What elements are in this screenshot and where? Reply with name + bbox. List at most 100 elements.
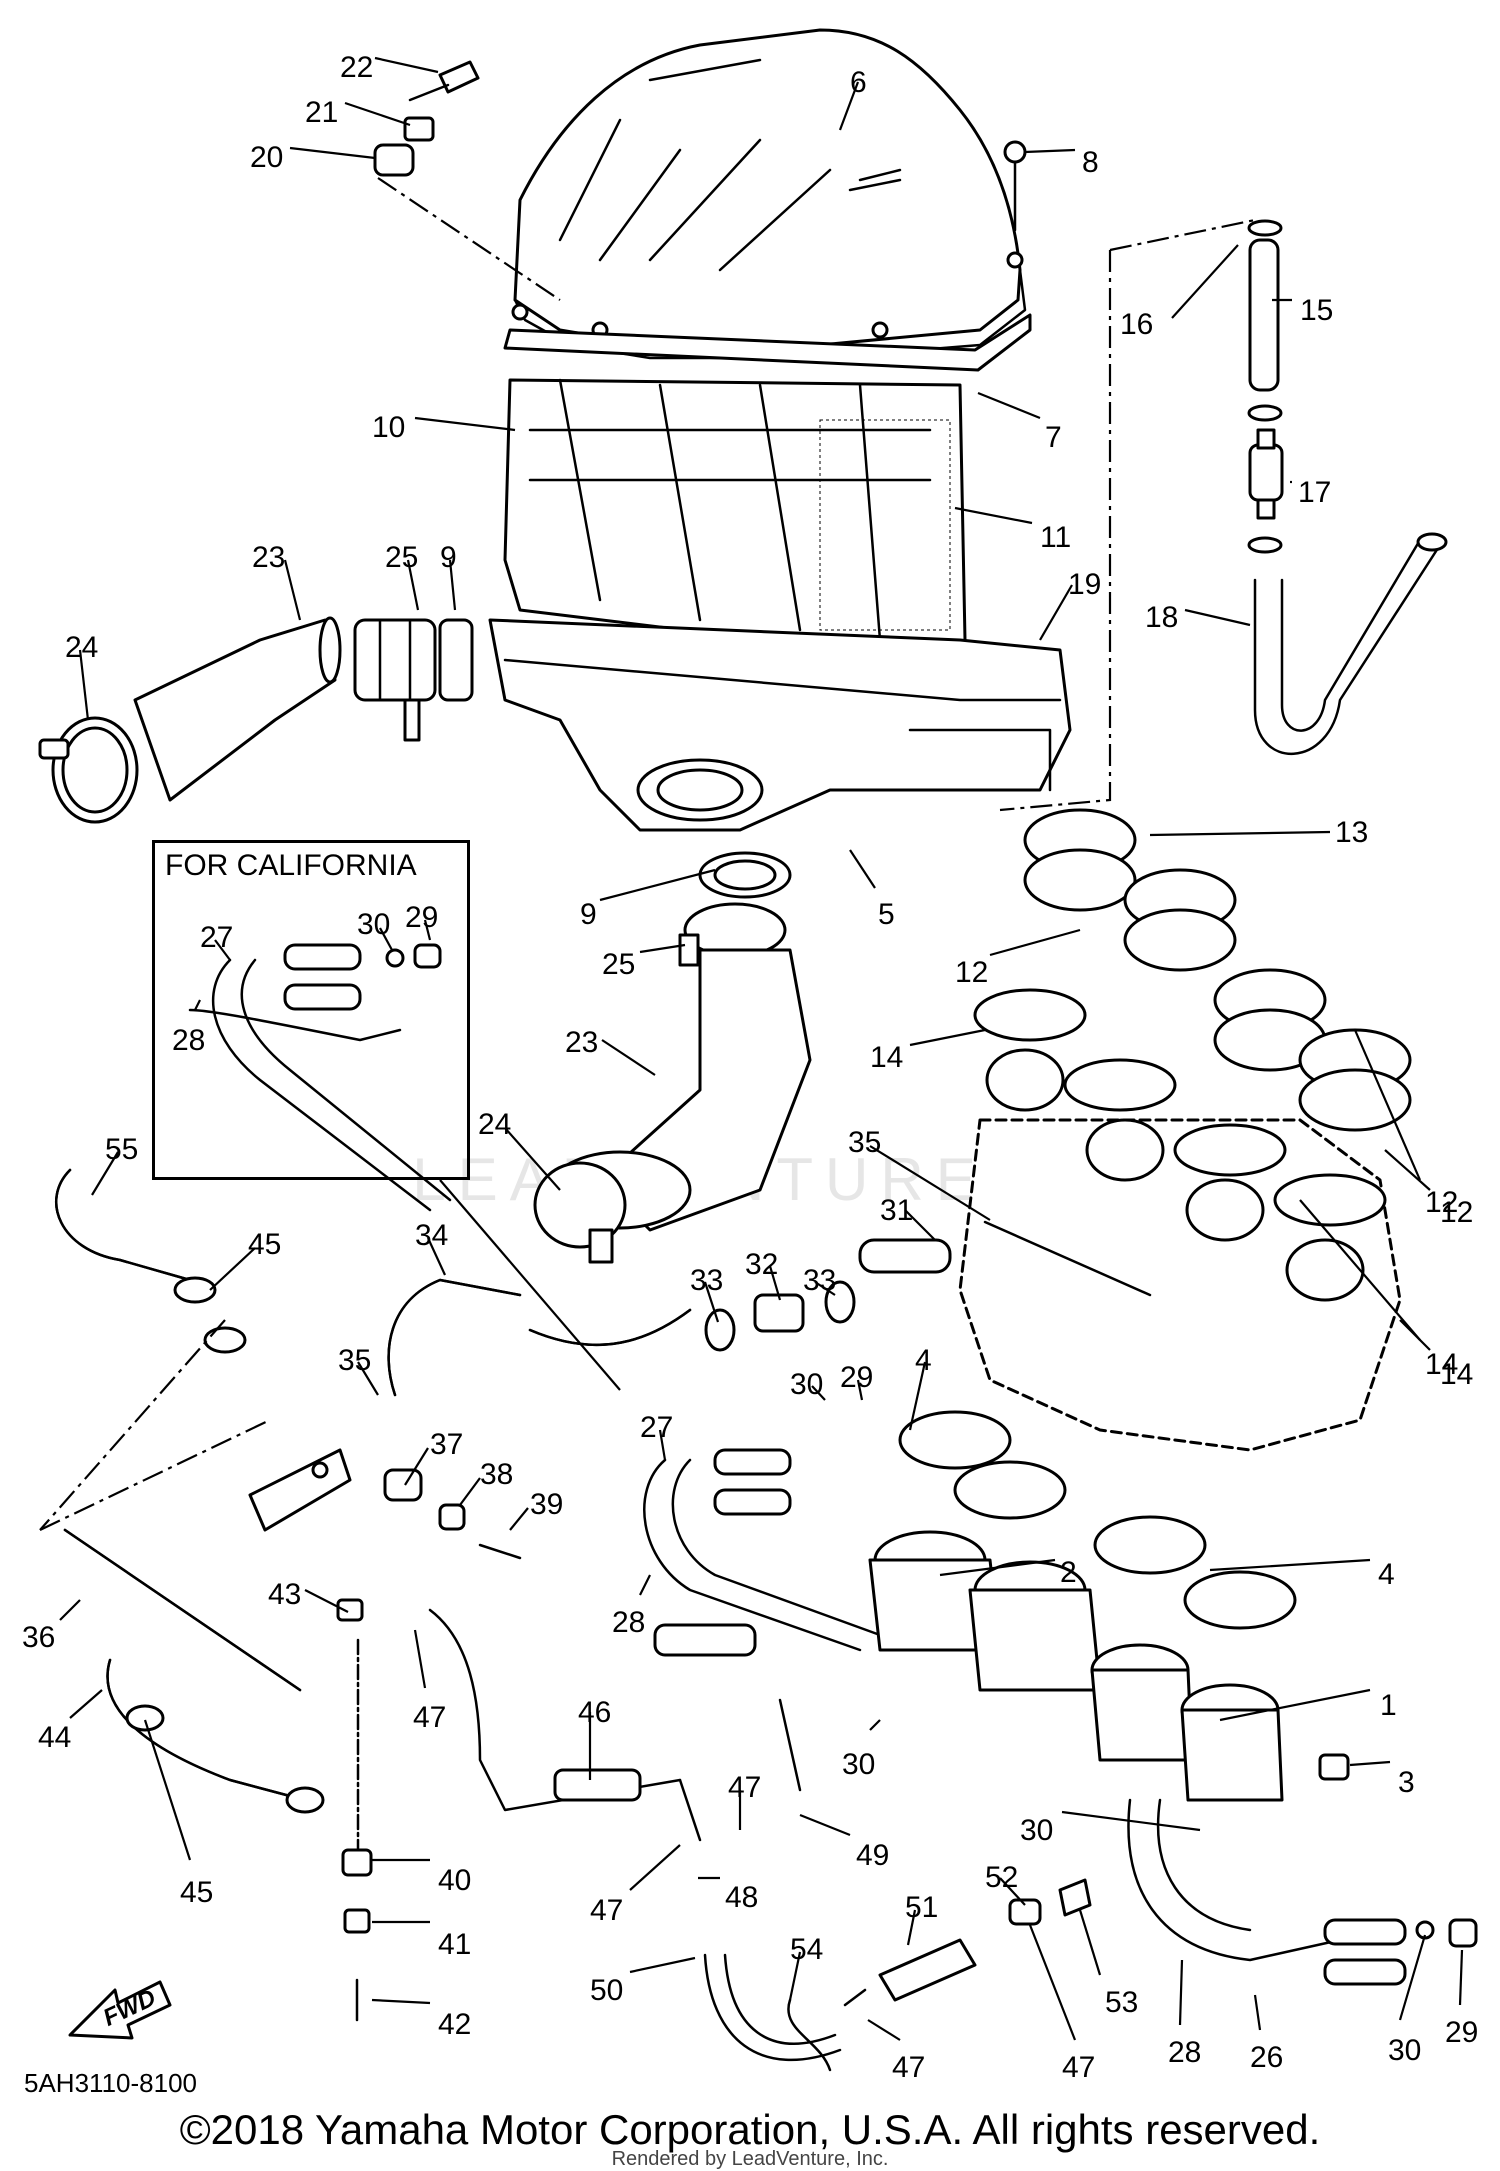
leader-line xyxy=(601,1039,656,1076)
clip-16a xyxy=(1247,219,1283,237)
collar-38 xyxy=(438,1503,466,1531)
air-filter-case xyxy=(488,618,1072,832)
hose-15 xyxy=(1248,238,1280,392)
part-callout-5: 5 xyxy=(878,898,895,931)
leader-line xyxy=(379,927,393,951)
part-callout-49: 49 xyxy=(856,1839,889,1872)
collar-21 xyxy=(403,116,435,142)
cap-29 xyxy=(1448,1918,1478,1948)
part-callout-53: 53 xyxy=(1105,1986,1138,2019)
part-callout-35: 35 xyxy=(338,1344,371,1377)
part-callout-4: 4 xyxy=(1378,1558,1395,1591)
leader-line xyxy=(427,1237,446,1276)
air-filter-cover xyxy=(511,28,1027,360)
part-callout-10: 10 xyxy=(372,411,405,444)
part-callout-12: 12 xyxy=(1440,1196,1473,1229)
leader-line xyxy=(1024,148,1076,154)
assembly-line xyxy=(377,177,561,301)
leader-line xyxy=(509,1507,529,1531)
leader-line xyxy=(214,939,231,961)
clip-45c xyxy=(125,1704,165,1732)
strap-54 xyxy=(787,1998,832,2072)
part-callout-13: 13 xyxy=(1335,816,1368,849)
part-callout-48: 48 xyxy=(725,1881,758,1914)
california-note-title: FOR CALIFORNIA xyxy=(165,849,417,882)
leader-line xyxy=(414,416,516,432)
part-callout-45: 45 xyxy=(180,1876,213,1909)
part-callout-9: 9 xyxy=(580,898,597,931)
leader-line xyxy=(629,1956,696,1974)
leader-line xyxy=(91,1151,119,1196)
part-callout-25: 25 xyxy=(385,541,418,574)
leader-line xyxy=(371,1998,431,2005)
pipe-36 xyxy=(63,1528,302,1692)
part-callout-22: 22 xyxy=(340,51,373,84)
leader-line xyxy=(69,1689,103,1719)
part-callout-39: 39 xyxy=(530,1488,563,1521)
part-callout-44: 44 xyxy=(38,1721,71,1754)
joint-17 xyxy=(1248,428,1284,520)
intake-duct-23 xyxy=(133,616,342,802)
leader-line xyxy=(1061,1810,1201,1832)
leader-line xyxy=(448,559,457,611)
hose-44 xyxy=(106,1658,307,1802)
part-callout-14: 14 xyxy=(1440,1358,1473,1391)
leader-line xyxy=(999,1877,1026,1906)
hose-55 xyxy=(54,1168,192,1282)
part-callout-30: 30 xyxy=(790,1368,823,1401)
part-callout-29: 29 xyxy=(405,901,438,934)
part-callout-24: 24 xyxy=(65,631,98,664)
part-callout-30: 30 xyxy=(357,908,390,941)
rendered-by: Rendered by LeadVenture, Inc. xyxy=(611,2148,889,2170)
air-filter-element xyxy=(503,378,967,662)
part-callout-24: 24 xyxy=(478,1108,511,1141)
part-callout-47: 47 xyxy=(413,1701,446,1734)
leader-line xyxy=(909,1028,986,1047)
part-callout-33: 33 xyxy=(803,1264,836,1297)
hose-49 xyxy=(778,1698,802,1792)
part-callout-19: 19 xyxy=(1068,568,1101,601)
part-callout-33: 33 xyxy=(690,1264,723,1297)
part-callout-40: 40 xyxy=(438,1864,471,1897)
part-callout-23: 23 xyxy=(565,1026,598,1059)
part-callout-47: 47 xyxy=(892,2051,925,2084)
clip-16c xyxy=(1247,536,1283,554)
part-callout-42: 42 xyxy=(438,2008,471,2041)
leader-line xyxy=(413,1629,427,1689)
joints-1 xyxy=(1090,1643,1284,1802)
leader-line xyxy=(143,1719,192,1861)
leader-line xyxy=(1458,1949,1464,2006)
hose-52 xyxy=(1008,1898,1042,1926)
part-callout-3: 3 xyxy=(1398,1766,1415,1799)
leader-line xyxy=(194,999,201,1011)
leader-line xyxy=(1209,1558,1371,1572)
band-24 xyxy=(38,716,139,824)
leader-line xyxy=(908,1361,927,1431)
leader-line xyxy=(1349,1760,1391,1767)
clip-45b xyxy=(203,1326,247,1354)
leader-line xyxy=(1171,244,1239,319)
california-note-box: FOR CALIFORNIA xyxy=(152,840,470,1180)
leader-line xyxy=(1078,1909,1102,1976)
leader-line xyxy=(954,506,1033,525)
part-callout-51: 51 xyxy=(905,1891,938,1924)
part-callout-55: 55 xyxy=(105,1133,138,1166)
leader-line xyxy=(1178,1959,1184,2026)
hose-27-28 xyxy=(643,1448,882,1652)
leader-line xyxy=(639,943,686,954)
leader-line xyxy=(304,1589,349,1613)
part-callout-28: 28 xyxy=(1168,2036,1201,2069)
part-callout-8: 8 xyxy=(1082,146,1099,179)
part-callout-15: 15 xyxy=(1300,294,1333,327)
pipe-31 xyxy=(528,1238,952,1347)
hose-46 xyxy=(428,1608,682,1812)
part-callout-6: 6 xyxy=(850,66,867,99)
part-callout-32: 32 xyxy=(745,1248,778,1281)
leader-line xyxy=(357,1361,379,1396)
part-callout-11: 11 xyxy=(1040,521,1071,554)
leader-line xyxy=(849,849,876,889)
leader-line xyxy=(977,391,1041,420)
joints-2 xyxy=(868,1530,1102,1692)
